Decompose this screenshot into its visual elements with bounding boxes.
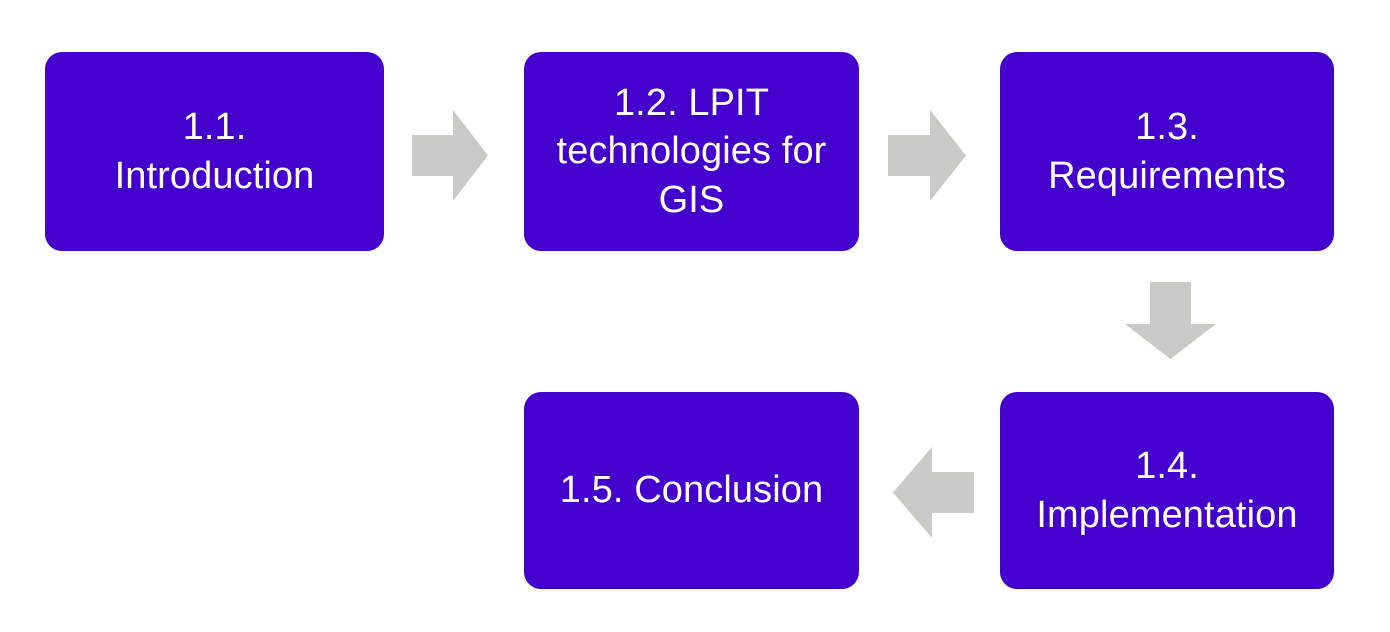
arrow-left-icon bbox=[893, 447, 974, 538]
flow-node-implementation[interactable]: 1.4. Implementation bbox=[1000, 392, 1334, 589]
arrow-down-icon bbox=[1125, 282, 1216, 359]
flow-node-conclusion[interactable]: 1.5. Conclusion bbox=[524, 392, 859, 589]
flow-node-introduction[interactable]: 1.1. Introduction bbox=[45, 52, 384, 251]
arrow-right-icon bbox=[888, 110, 966, 201]
flow-node-lpit-technologies-for-gis[interactable]: 1.2. LPIT technologies for GIS bbox=[524, 52, 859, 251]
flow-node-requirements[interactable]: 1.3. Requirements bbox=[1000, 52, 1334, 251]
arrow-right-icon bbox=[412, 110, 488, 201]
